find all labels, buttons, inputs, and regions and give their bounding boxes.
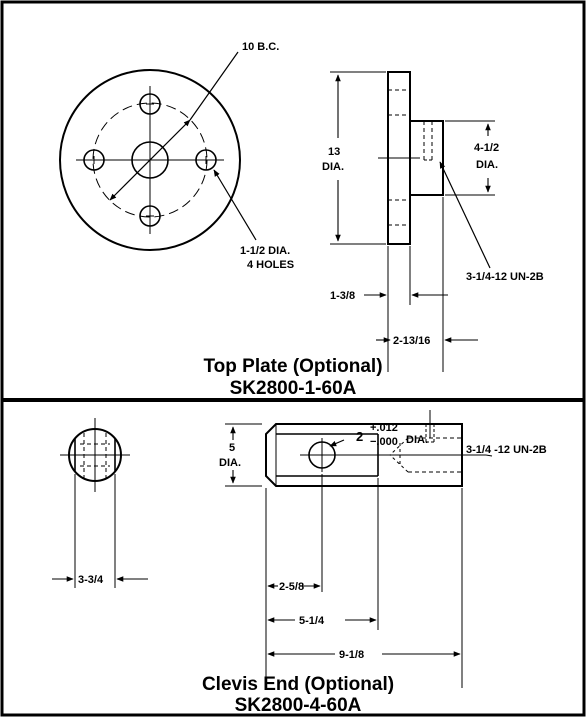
pin-hole-dia-label: 2 [356, 429, 363, 444]
dim-9-1-8-label: 9-1/8 [339, 649, 364, 661]
top-plate-panel: 10 B.C. 1-1/2 DIA. 4 HOLES [59, 41, 544, 399]
boss-dia-unit: DIA. [476, 159, 498, 171]
body-dia-value: 5 [229, 442, 235, 454]
tolerance-plus: +.012 [370, 422, 398, 434]
top-plate-front-view [59, 51, 257, 251]
slot-width-label: 3-3/4 [78, 574, 104, 586]
flange-thickness-label: 1-3/8 [330, 290, 355, 302]
clevis-side-view [225, 410, 493, 688]
top-plate-side-view [330, 71, 495, 372]
clevis-end-view [52, 418, 148, 588]
flange-dia-unit: DIA. [322, 161, 344, 173]
tolerance-minus: −.000 [370, 436, 398, 448]
clevis-end-title: Clevis End (Optional) [202, 674, 394, 695]
top-thread-label: 3-1/4-12 UN-2B [466, 271, 544, 283]
dim-2-5-8-label: 2-5/8 [279, 581, 304, 593]
dim-5-1-4-label: 5-1/4 [299, 615, 325, 627]
bolt-circle-label: 10 B.C. [242, 41, 279, 53]
tolerance-unit: DIA. [406, 434, 428, 446]
overall-length-label: 2-13/16 [393, 335, 430, 347]
hole-count-label: 4 HOLES [247, 259, 294, 271]
flange-dia-value: 13 [328, 146, 340, 158]
hole-dia-label: 1-1/2 DIA. [240, 245, 290, 257]
body-dia-unit: DIA. [219, 457, 241, 469]
clevis-end-panel: 3-3/4 [52, 410, 547, 716]
boss-dia-value: 4-1/2 [474, 142, 499, 154]
top-plate-title: Top Plate (Optional) [203, 356, 382, 377]
top-plate-part-number: SK2800-1-60A [230, 378, 357, 399]
clevis-end-part-number: SK2800-4-60A [235, 695, 362, 716]
clevis-thread-label: 3-1/4 -12 UN-2B [466, 444, 547, 456]
